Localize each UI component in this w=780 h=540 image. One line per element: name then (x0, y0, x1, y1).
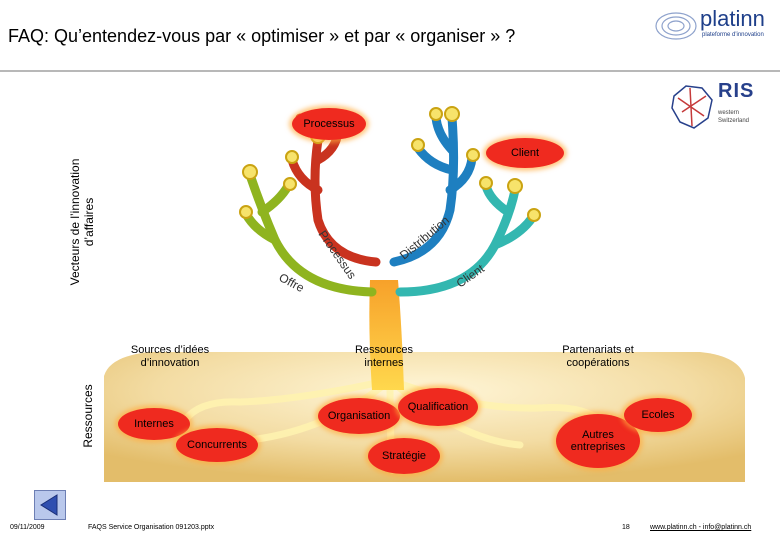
platinn-logo-tagline: plateforme d'innovation (702, 32, 764, 38)
footer-website-link[interactable]: www.platinn.ch - info@platinn.ch (650, 524, 752, 531)
previous-slide-button[interactable] (34, 490, 66, 520)
ris-logo-sub2: Switzerland (718, 118, 750, 124)
bubble-processus: Processus (292, 108, 366, 140)
bubble-internes: Internes (118, 408, 190, 440)
footer-file: FAQS Service Organisation 091203.pptx (88, 524, 215, 531)
axis-label-ressources: Ressources (81, 384, 95, 448)
label-sources-idees: Sources d’idées d’innovation (112, 344, 228, 370)
branch-word-distribution: Distribution (397, 213, 452, 262)
label-ressources-internes-text: Ressources internes (354, 344, 414, 369)
label-partenariats-text: Partenariats et coopérations (562, 344, 634, 369)
bubble-ecoles: Ecoles (624, 398, 692, 432)
slide-title: FAQ: Qu’entendez-vous par « optimiser » … (8, 26, 516, 46)
label-ressources-internes: Ressources internes (332, 344, 436, 370)
bubble-strategie: Stratégie (368, 438, 440, 474)
title-divider (0, 70, 780, 72)
ris-logo-sub1: western (718, 110, 740, 116)
axis-label-innovation-text: Vecteurs de l’innovation d’affaires (68, 158, 96, 286)
footer-date: 09/11/2009 (10, 524, 45, 531)
footer-page-number: 18 (622, 524, 630, 531)
ris-logo-name: RIS (718, 80, 755, 102)
bubble-organisation: Organisation (318, 398, 400, 434)
label-sources-idees-text: Sources d’idées d’innovation (130, 344, 210, 369)
bubble-autres-entreprises: Autres entreprises (556, 414, 640, 468)
bubble-concurrents: Concurrents (176, 428, 258, 462)
bubble-client: Client (486, 138, 564, 168)
ris-logo: RIS western Switzerland (668, 78, 760, 140)
bubble-qualification: Qualification (398, 388, 478, 426)
axis-label-innovation: Vecteurs de l’innovation d’affaires (68, 159, 96, 286)
platinn-logo: platinn plateforme d'innovation (652, 6, 772, 46)
triangle-left-icon (40, 494, 58, 516)
bubble-autres-entreprises-text: Autres entreprises (570, 429, 626, 453)
platinn-logo-name: platinn (700, 6, 765, 31)
label-partenariats: Partenariats et coopérations (540, 344, 656, 370)
platinn-swirl-icon (655, 12, 697, 40)
switzerland-map-icon (671, 85, 713, 129)
